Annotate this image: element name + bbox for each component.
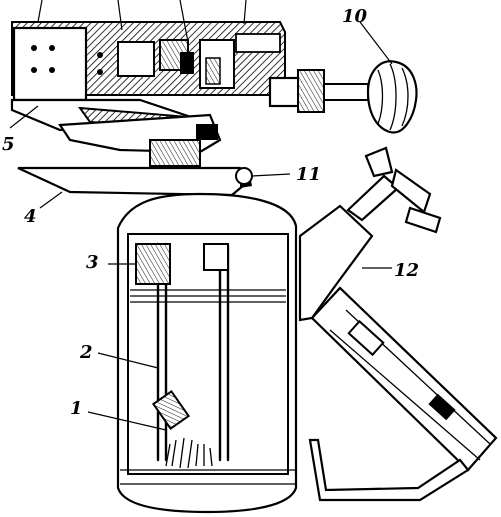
valve-knob	[366, 60, 418, 134]
air-hole	[97, 69, 103, 75]
valve-assembly	[268, 21, 418, 134]
label-3: 3	[86, 252, 99, 273]
air-pump	[298, 146, 498, 502]
burner-neck	[9, 105, 222, 167]
burner-head	[10, 0, 286, 132]
label-1: 1	[70, 398, 83, 419]
drip-tray	[17, 166, 291, 209]
label-11: 11	[296, 164, 321, 185]
wick	[165, 437, 213, 469]
air-hole	[49, 45, 55, 51]
label-10: 10	[342, 6, 368, 27]
label-5: 5	[2, 134, 15, 155]
air-hole	[31, 67, 37, 73]
air-hole	[49, 67, 55, 73]
label-2: 2	[79, 342, 93, 363]
callout-labels: 1 2 3 4 5 10 11 12	[2, 6, 419, 419]
air-hole	[31, 45, 37, 51]
fuel-tank	[87, 192, 298, 514]
air-hole	[97, 52, 103, 58]
label-4: 4	[24, 206, 37, 227]
fuel-surface	[130, 289, 286, 303]
label-12: 12	[394, 260, 419, 281]
